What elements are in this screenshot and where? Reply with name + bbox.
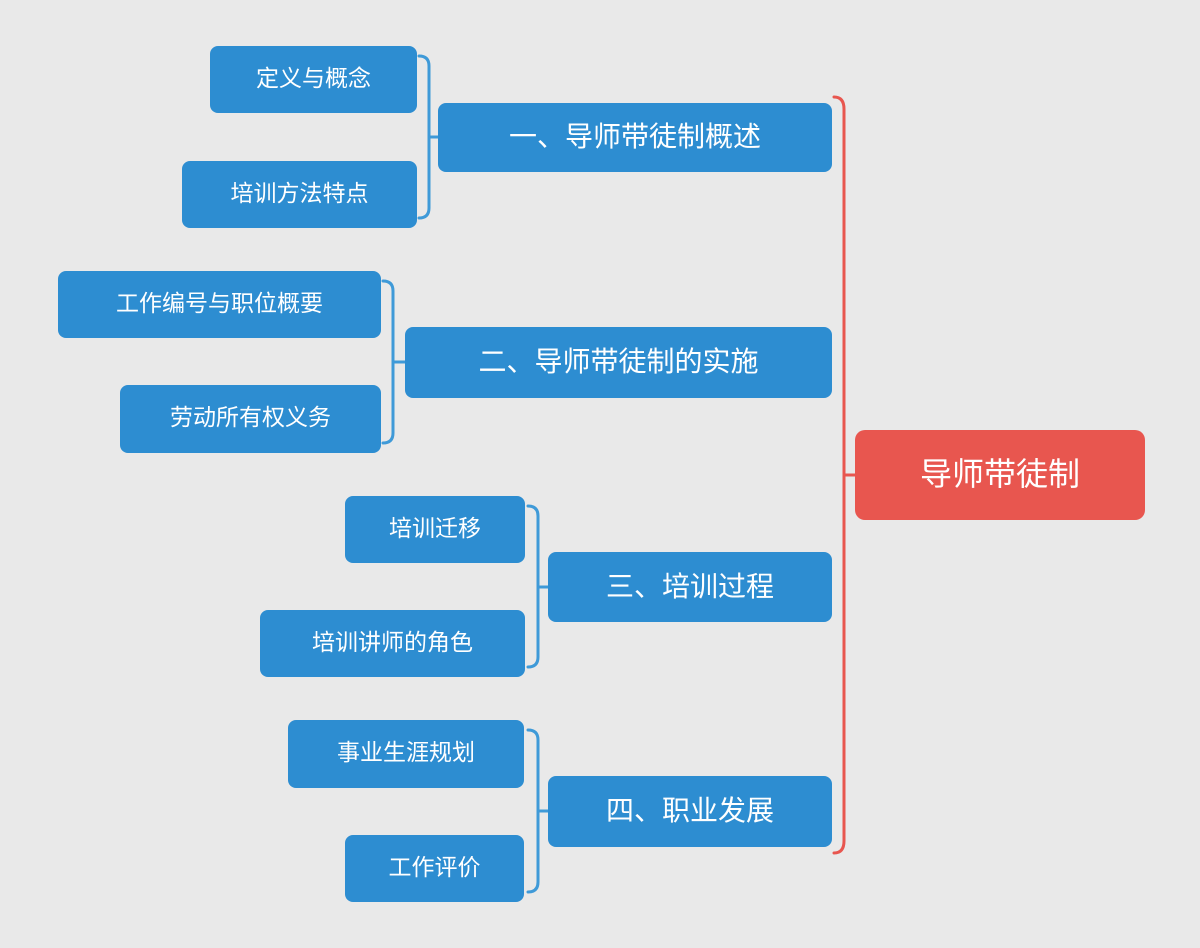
branch-4-bracket-connector [526,728,550,894]
branch-1-bracket-connector [417,54,440,220]
branch-1-child-1[interactable]: 定义与概念 [210,46,417,113]
branch-2[interactable]: 二、导师带徒制的实施 [405,327,832,398]
branch-1[interactable]: 一、导师带徒制概述 [438,103,832,172]
branch-4[interactable]: 四、职业发展 [548,776,832,847]
root-bracket-connector [832,95,858,855]
branch-2-child-1[interactable]: 工作编号与职位概要 [58,271,381,338]
branch-3[interactable]: 三、培训过程 [548,552,832,622]
branch-4-child-1[interactable]: 事业生涯规划 [288,720,524,788]
root-node[interactable]: 导师带徒制 [855,430,1145,520]
branch-1-child-2[interactable]: 培训方法特点 [182,161,417,228]
branch-3-bracket-connector [526,504,550,669]
branch-2-bracket-connector [381,279,407,445]
branch-4-child-2[interactable]: 工作评价 [345,835,524,902]
branch-2-child-2[interactable]: 劳动所有权义务 [120,385,381,453]
branch-3-child-2[interactable]: 培训讲师的角色 [260,610,525,677]
branch-3-child-1[interactable]: 培训迁移 [345,496,525,563]
